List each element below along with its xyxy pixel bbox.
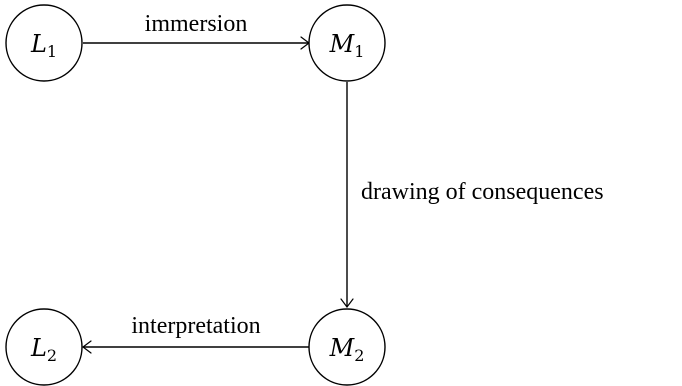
- node-l1-circle: [5, 4, 83, 82]
- node-m1-subscript: 1: [354, 42, 364, 61]
- node-m1: M1: [308, 4, 386, 82]
- node-m2: M2: [308, 308, 386, 386]
- node-m2-circle: [308, 308, 386, 386]
- edge-immersion: immersion: [83, 11, 310, 50]
- node-l2: L2: [5, 308, 83, 386]
- node-l2-letter: L: [30, 334, 47, 362]
- node-l1-subscript: 1: [47, 42, 57, 61]
- node-l1: L1: [5, 4, 83, 82]
- edge-drawing-of-consequences-label: drawing of consequences: [361, 179, 604, 205]
- node-m2-label: M2: [329, 334, 365, 365]
- edge-interpretation-arrowhead: [82, 340, 92, 354]
- node-m2-letter: M: [329, 334, 356, 362]
- edge-drawing-of-consequences-arrowhead: [340, 298, 354, 308]
- node-l2-circle: [5, 308, 83, 386]
- node-m1-circle: [308, 4, 386, 82]
- node-l2-label: L2: [30, 334, 57, 365]
- node-m2-subscript: 2: [354, 346, 364, 365]
- node-m1-label: M1: [329, 30, 365, 61]
- node-l1-letter: L: [30, 30, 47, 58]
- edge-interpretation: interpretation: [82, 313, 309, 354]
- edge-drawing-of-consequences: drawing of consequences: [340, 82, 604, 308]
- node-l1-label: L1: [30, 30, 57, 61]
- edge-immersion-label: immersion: [145, 11, 248, 37]
- node-m1-letter: M: [329, 30, 356, 58]
- node-l2-subscript: 2: [47, 346, 57, 365]
- edge-interpretation-label: interpretation: [131, 313, 260, 339]
